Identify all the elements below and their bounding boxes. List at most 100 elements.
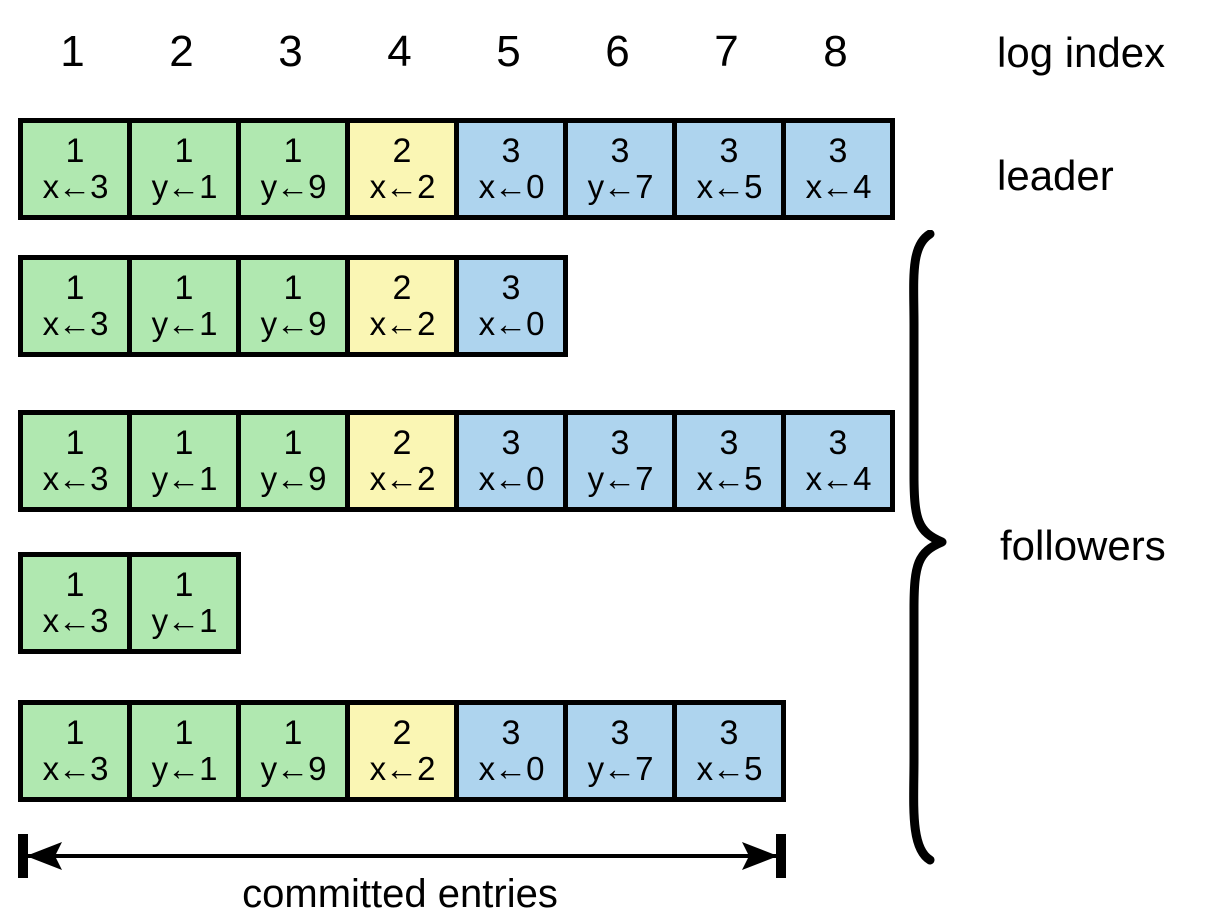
- entry-term: 3: [501, 714, 521, 752]
- entry-term: 1: [283, 269, 303, 307]
- entry-command: y←1: [151, 750, 218, 787]
- log-index-6: 6: [605, 27, 630, 76]
- entry-command: x←3: [42, 750, 109, 787]
- entry-term: 1: [283, 714, 303, 752]
- entry-term: 1: [174, 714, 194, 752]
- entry-command: x←5: [696, 750, 763, 787]
- log-index-7: 7: [714, 27, 739, 76]
- followers-label: followers: [1000, 522, 1166, 569]
- entry-term: 2: [392, 424, 412, 462]
- entry-command: x←2: [369, 460, 436, 497]
- entry-command: x←4: [805, 168, 872, 205]
- entry-term: 3: [501, 132, 521, 170]
- entry-command: x←0: [478, 305, 545, 342]
- entry-command: x←3: [42, 305, 109, 342]
- log-index-2: 2: [169, 27, 194, 76]
- entry-command: y←7: [587, 750, 654, 787]
- entry-term: 3: [828, 132, 848, 170]
- entry-command: y←1: [151, 602, 218, 639]
- entry-command: y←9: [260, 305, 327, 342]
- entry-term: 1: [283, 424, 303, 462]
- entry-command: x←0: [478, 168, 545, 205]
- log-index-label: log index: [997, 29, 1166, 76]
- leader-label: leader: [997, 152, 1114, 199]
- entry-command: x←3: [42, 168, 109, 205]
- entry-command: y←1: [151, 460, 218, 497]
- entry-command: y←1: [151, 305, 218, 342]
- entry-command: x←0: [478, 460, 545, 497]
- entry-command: y←9: [260, 168, 327, 205]
- entry-command: x←2: [369, 305, 436, 342]
- entry-command: x←5: [696, 168, 763, 205]
- entry-command: y←9: [260, 750, 327, 787]
- entry-term: 3: [501, 269, 521, 307]
- log-index-8: 8: [823, 27, 848, 76]
- entry-command: x←2: [369, 750, 436, 787]
- entry-term: 1: [65, 424, 85, 462]
- log-index-3: 3: [278, 27, 303, 76]
- log-index-1: 1: [60, 27, 85, 76]
- followers-brace-icon: [909, 230, 947, 865]
- entry-term: 3: [719, 132, 739, 170]
- log-index-5: 5: [496, 27, 521, 76]
- entry-term: 1: [65, 566, 85, 604]
- entry-term: 1: [174, 132, 194, 170]
- entry-term: 3: [719, 714, 739, 752]
- entry-term: 3: [501, 424, 521, 462]
- entry-term: 2: [392, 132, 412, 170]
- log-index-4: 4: [387, 27, 412, 76]
- entry-command: y←1: [151, 168, 218, 205]
- entry-command: x←3: [42, 602, 109, 639]
- entry-term: 3: [610, 714, 630, 752]
- entry-term: 2: [392, 269, 412, 307]
- entry-term: 1: [65, 132, 85, 170]
- entry-term: 1: [174, 424, 194, 462]
- entry-command: x←0: [478, 750, 545, 787]
- entry-command: y←7: [587, 460, 654, 497]
- entry-term: 3: [828, 424, 848, 462]
- entry-term: 2: [392, 714, 412, 752]
- entry-term: 1: [174, 566, 194, 604]
- entry-command: x←4: [805, 460, 872, 497]
- entry-command: y←7: [587, 168, 654, 205]
- entry-command: y←9: [260, 460, 327, 497]
- entry-term: 3: [610, 132, 630, 170]
- entry-term: 1: [65, 714, 85, 752]
- entry-command: x←2: [369, 168, 436, 205]
